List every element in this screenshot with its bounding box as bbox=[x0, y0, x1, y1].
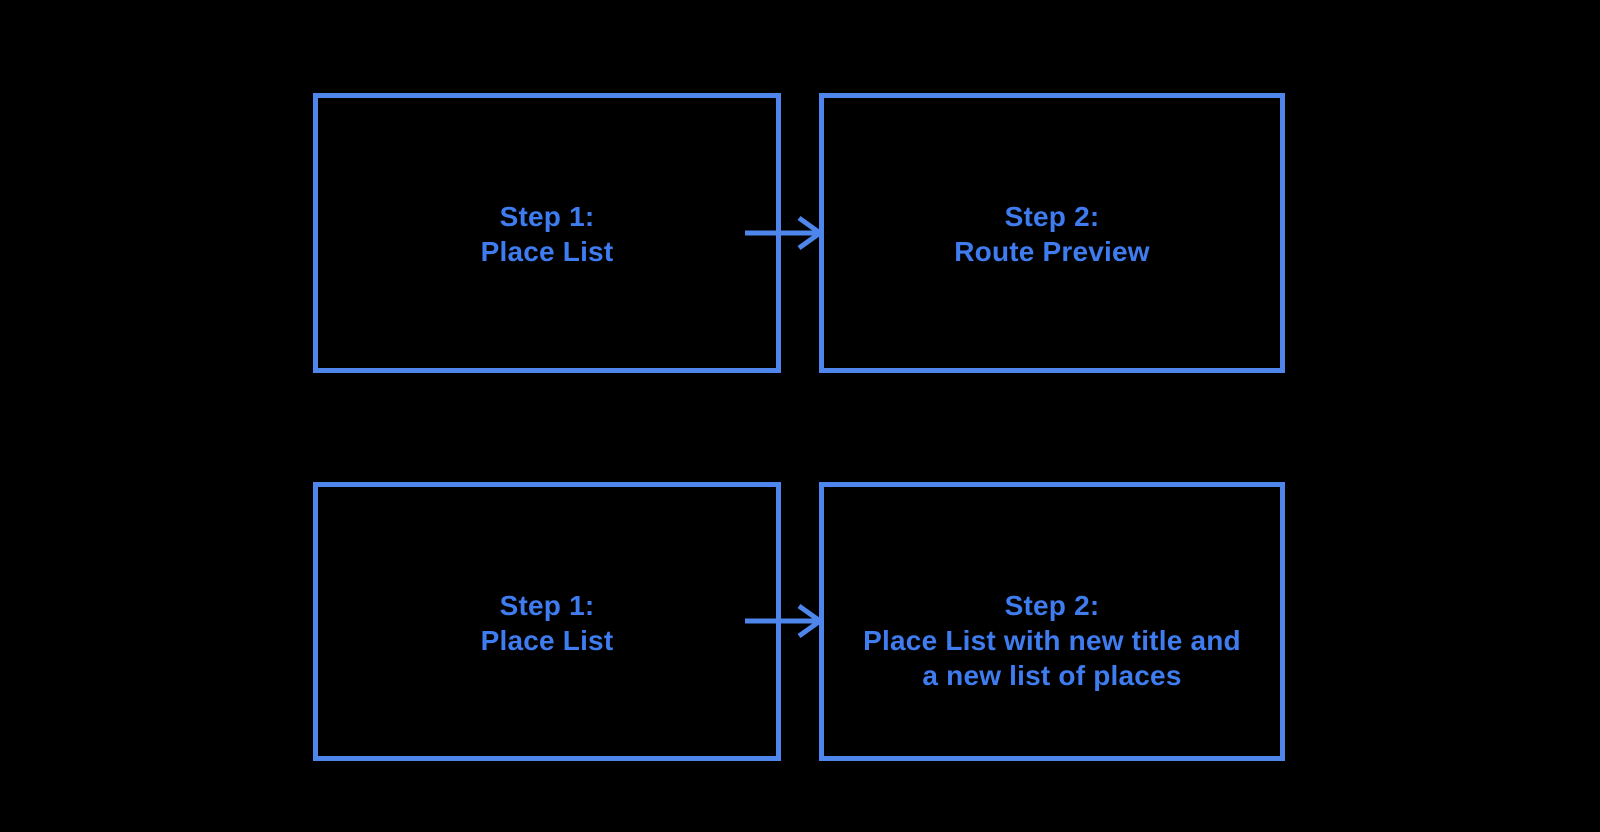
flow-box-label: Step 2: Route Preview bbox=[824, 199, 1280, 269]
label-line: Place List with new title and bbox=[863, 625, 1241, 656]
label-line: a new list of places bbox=[922, 660, 1182, 691]
arrow-right-icon bbox=[745, 215, 825, 251]
label-line: Step 2: bbox=[1004, 201, 1100, 232]
label-line: Step 1: bbox=[499, 590, 595, 621]
connector-row1 bbox=[743, 213, 827, 253]
arrow-right-icon bbox=[745, 603, 825, 639]
connector-row2 bbox=[743, 601, 827, 641]
label-line: Place List bbox=[480, 236, 614, 267]
flow-box-label: Step 2: Place List with new title and a … bbox=[824, 588, 1280, 693]
label-line: Place List bbox=[480, 625, 614, 656]
label-line: Route Preview bbox=[954, 236, 1150, 267]
flow-box-step1-row1: Step 1: Place List bbox=[313, 93, 781, 373]
flow-box-step1-row2: Step 1: Place List bbox=[313, 482, 781, 761]
flow-box-step2-row1: Step 2: Route Preview bbox=[819, 93, 1285, 373]
label-line: Step 2: bbox=[1004, 590, 1100, 621]
flow-box-step2-row2: Step 2: Place List with new title and a … bbox=[819, 482, 1285, 761]
flow-box-label: Step 1: Place List bbox=[318, 588, 776, 658]
label-line: Step 1: bbox=[499, 201, 595, 232]
flow-box-label: Step 1: Place List bbox=[318, 199, 776, 269]
